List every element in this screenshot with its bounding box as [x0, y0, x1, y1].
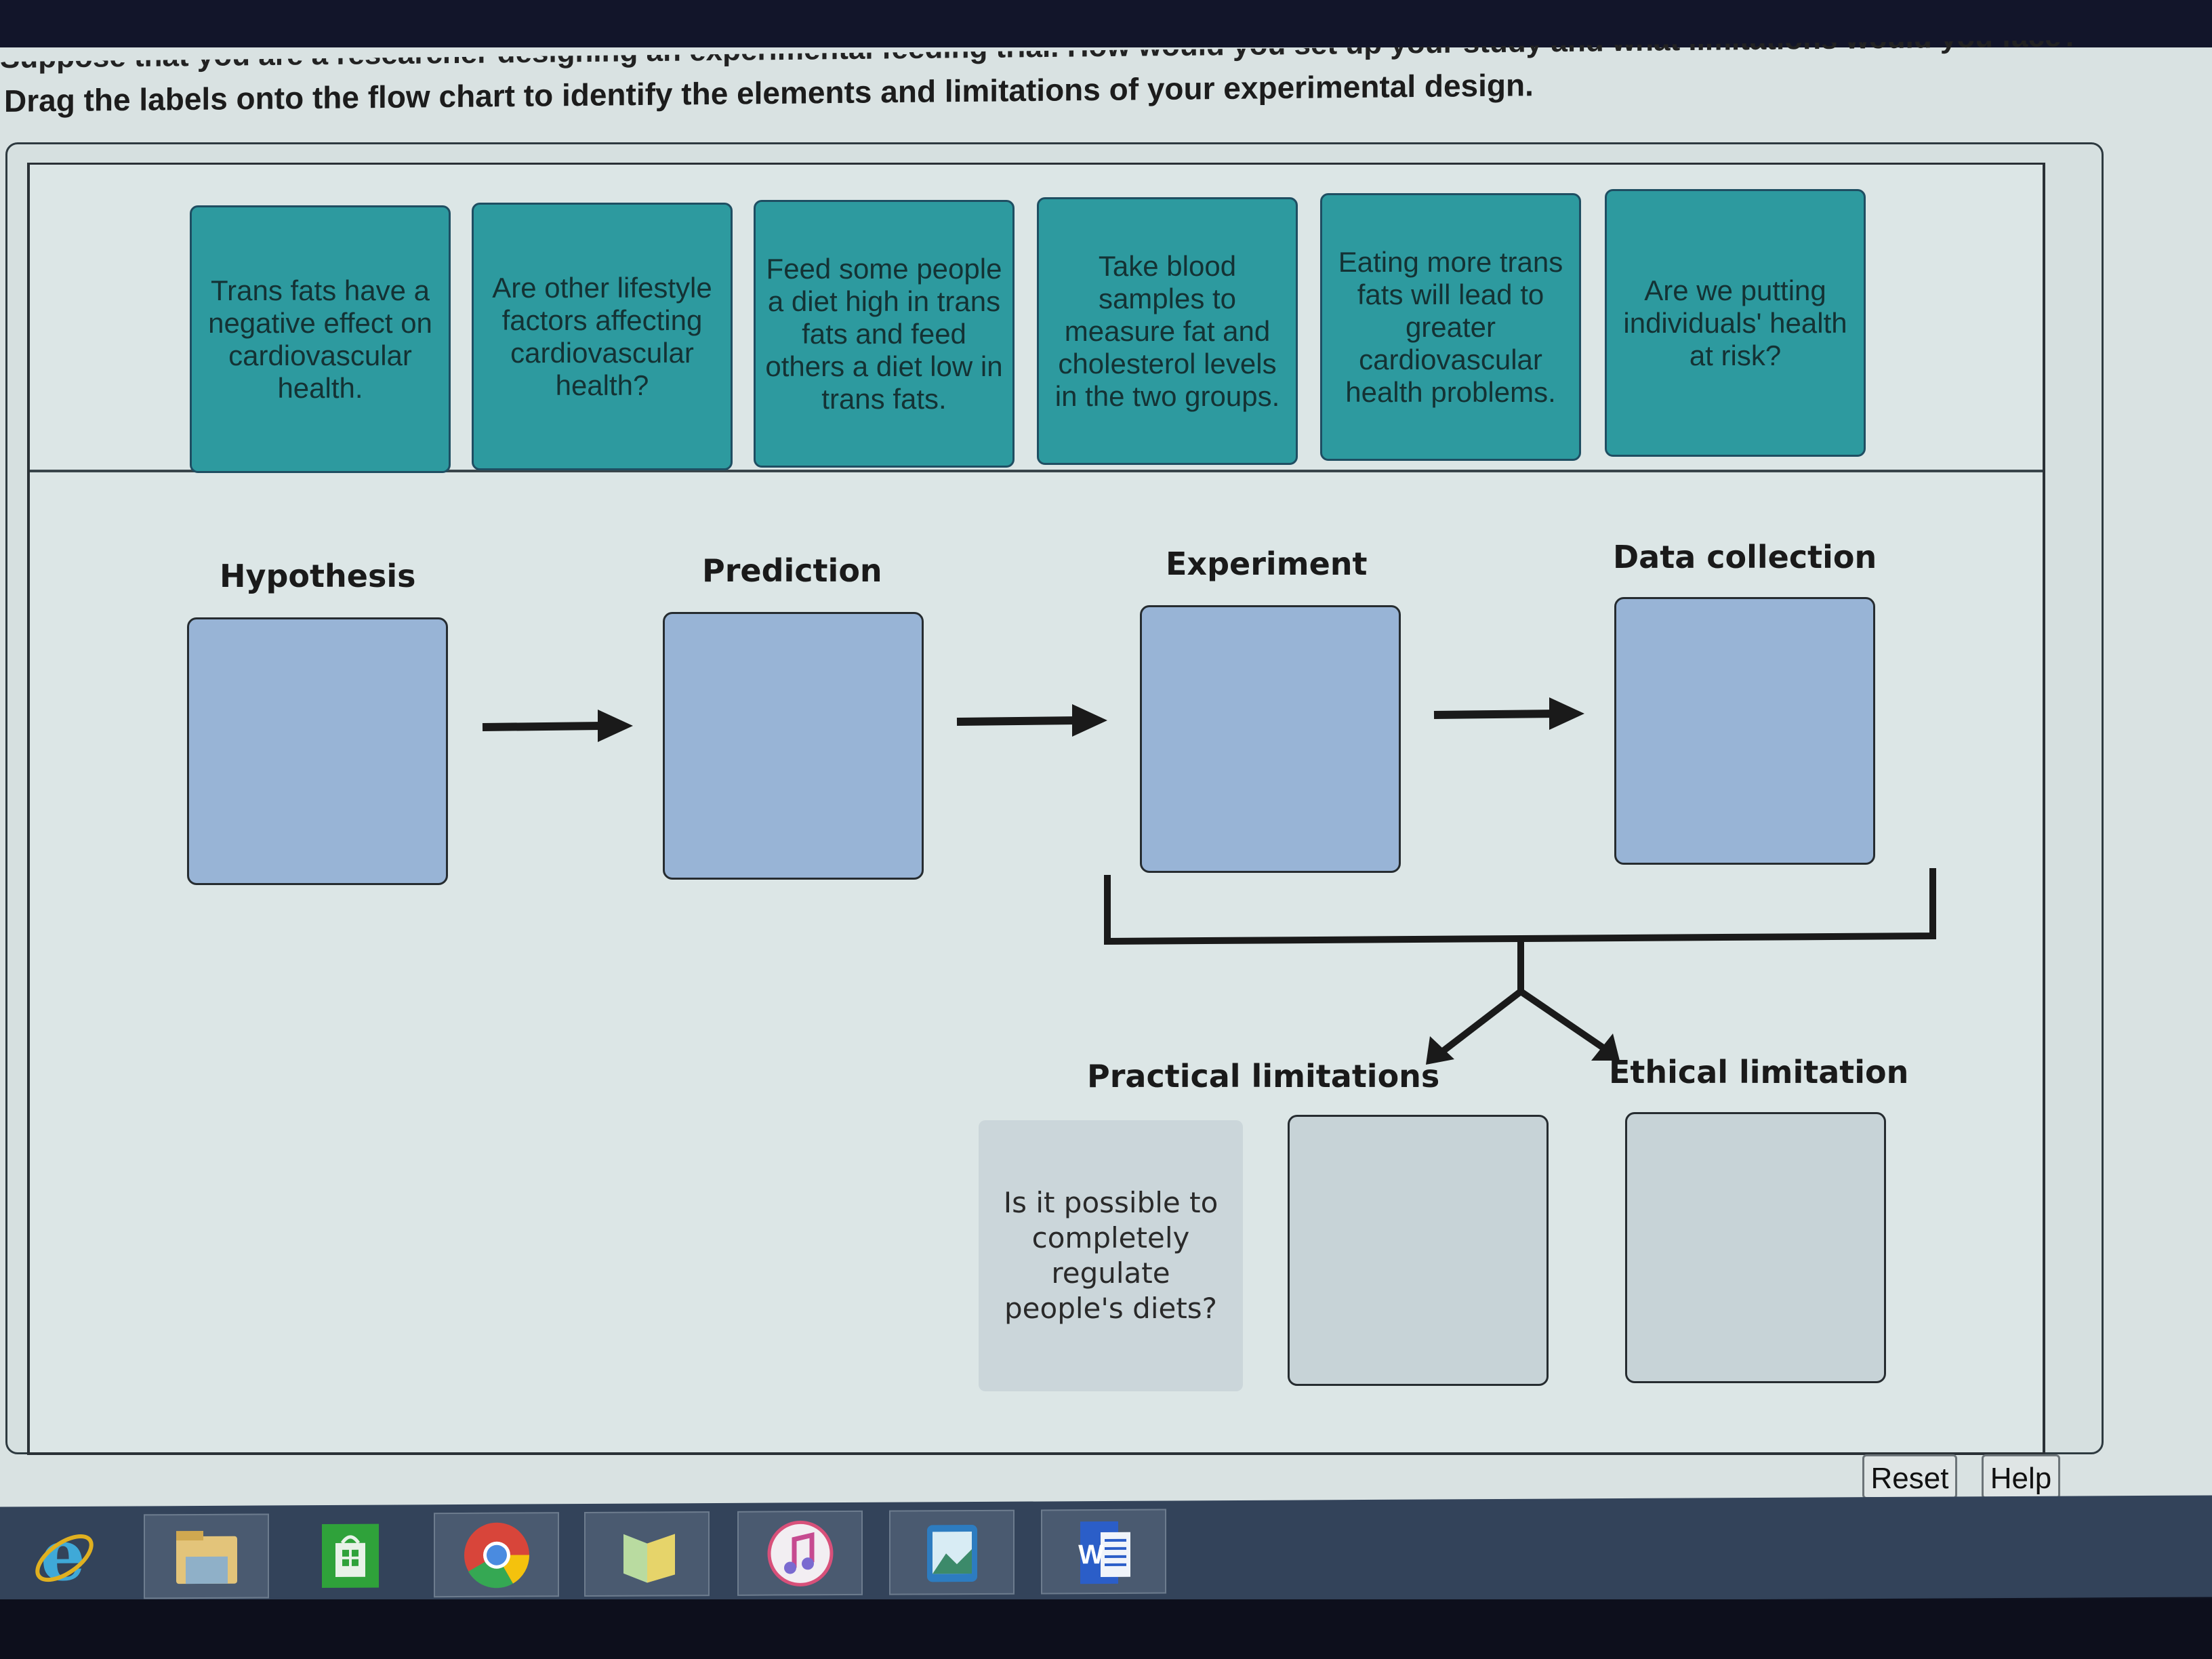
drop-target-data-collection[interactable] — [1614, 597, 1875, 865]
taskbar-item-chrome[interactable] — [434, 1512, 559, 1598]
drop-target-hypothesis[interactable] — [187, 617, 448, 885]
label-text: Take blood samples to measure fat and ch… — [1054, 249, 1280, 412]
help-button[interactable]: Help — [1982, 1454, 2060, 1499]
drop-target-practical-limitation[interactable] — [1288, 1115, 1549, 1386]
stage-label-hypothesis: Hypothesis — [220, 558, 416, 594]
label-text: Trans fats have a negative effect on car… — [208, 274, 432, 404]
draggable-label-ethical-risk[interactable]: Are we putting individuals' health at ri… — [1605, 189, 1866, 457]
label-text: Eating more trans fats will lead to grea… — [1338, 245, 1563, 408]
arrow-right-icon — [956, 704, 1107, 737]
draggable-label-hypothesis[interactable]: Trans fats have a negative effect on car… — [190, 205, 451, 473]
placed-label-text: Is it possible to completely regulate pe… — [1003, 1186, 1218, 1325]
placed-label-practical[interactable]: Is it possible to completely regulate pe… — [979, 1120, 1243, 1391]
taskbar-item-itunes[interactable] — [737, 1510, 863, 1596]
taskbar: e — [0, 1495, 2212, 1609]
label-text: Are other lifestyle factors affecting ca… — [492, 271, 712, 401]
instructions-text: Drag the labels onto the flow chart to i… — [4, 67, 1534, 119]
limitation-label-practical: Practical limitations — [1087, 1058, 1440, 1094]
bracket-connector — [1104, 868, 1936, 1065]
draggable-label-data-collection[interactable]: Take blood samples to measure fat and ch… — [1037, 197, 1298, 465]
stage-label-prediction: Prediction — [702, 552, 882, 589]
draggable-label-prediction[interactable]: Eating more trans fats will lead to grea… — [1320, 193, 1581, 461]
taskbar-item-store[interactable] — [287, 1513, 413, 1598]
arrow-down-right-icon — [1591, 1033, 1620, 1061]
taskbar-item-internet-explorer[interactable]: e — [0, 1515, 125, 1600]
taskbar-item-folder[interactable] — [584, 1511, 710, 1597]
stage-label-data-collection: Data collection — [1613, 539, 1877, 575]
chrome-icon — [464, 1522, 529, 1588]
label-text: Feed some people a diet high in trans fa… — [765, 252, 1003, 415]
drop-target-experiment[interactable] — [1140, 605, 1401, 873]
limitation-label-ethical: Ethical limitation — [1609, 1054, 1909, 1090]
monitor-bezel-bottom — [0, 1599, 2212, 1659]
photos-icon — [926, 1524, 977, 1582]
word-icon: W — [1078, 1521, 1130, 1584]
drag-drop-area: Trans fats have a negative effect on car… — [27, 163, 2045, 1455]
arrow-right-icon — [482, 710, 633, 742]
draggable-label-experiment[interactable]: Feed some people a diet high in trans fa… — [754, 200, 1015, 468]
file-explorer-icon — [176, 1530, 237, 1584]
internet-explorer-icon: e — [35, 1519, 94, 1595]
taskbar-item-file-explorer[interactable] — [144, 1513, 269, 1599]
monitor-bezel-top — [0, 0, 2212, 47]
svg-text:W: W — [1078, 1540, 1104, 1570]
drop-target-prediction[interactable] — [663, 612, 924, 880]
reset-button[interactable]: Reset — [1862, 1454, 1957, 1499]
taskbar-item-word[interactable]: W — [1041, 1509, 1166, 1595]
label-bank: Trans fats have a negative effect on car… — [30, 165, 2043, 473]
svg-text:e: e — [40, 1519, 85, 1595]
drop-target-ethical-limitation[interactable] — [1625, 1112, 1886, 1383]
label-text: Are we putting individuals' health at ri… — [1623, 274, 1847, 371]
stage-label-experiment: Experiment — [1166, 546, 1368, 582]
itunes-icon — [767, 1520, 833, 1586]
arrow-down-left-icon — [1426, 1036, 1454, 1065]
store-icon — [321, 1523, 379, 1588]
draggable-label-lifestyle-factors[interactable]: Are other lifestyle factors affecting ca… — [472, 203, 733, 470]
folder-icon — [623, 1533, 675, 1583]
taskbar-item-photos[interactable] — [889, 1509, 1015, 1595]
arrow-right-icon — [1433, 697, 1584, 730]
